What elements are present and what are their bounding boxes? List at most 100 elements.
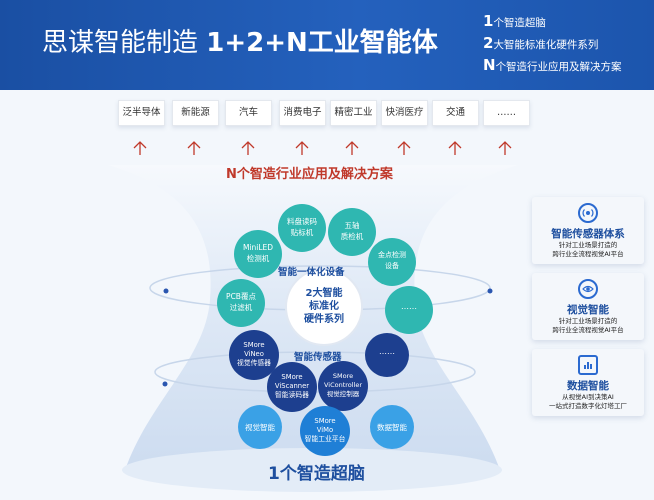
legend-lead: N	[483, 56, 496, 74]
node-line: 料盘读码	[287, 217, 317, 226]
node-line: SMore	[332, 372, 354, 380]
title-normal: 思谋智能制造	[42, 28, 199, 58]
node-line: MiniLED	[242, 243, 274, 252]
node-reader	[278, 204, 326, 252]
node-five-axis	[328, 208, 376, 256]
side-card-desc: 针对工业场景打造的跨行业全流程视觉AI平台	[532, 241, 644, 259]
up-arrow-icon	[397, 141, 411, 155]
side-card-desc: 针对工业场景打造的跨行业全流程视觉AI平台	[532, 317, 644, 335]
node-gold-detect-text: 金点检测设备	[368, 250, 416, 272]
node-line: 智能读码器	[275, 391, 309, 399]
node-line: ViNeo	[244, 350, 264, 358]
node-vimo	[300, 406, 350, 456]
node-line: 2大智能	[305, 288, 343, 299]
node-line: SMore	[243, 341, 265, 349]
legend-row: 2大智能标准化硬件系列	[483, 32, 622, 54]
node-line: 标准化	[309, 301, 339, 312]
industry-tag: 快消医疗	[381, 100, 428, 126]
legend-row: N个智造行业应用及解决方案	[483, 54, 622, 76]
node-more-teal	[385, 286, 433, 334]
node-line: ViMo	[316, 426, 334, 434]
node-more-teal-text: ……	[401, 302, 417, 311]
node-five-axis-text: 五轴质检机	[328, 220, 376, 242]
page-title: 思谋智能制造 1+2+N工业智能体	[42, 22, 438, 59]
industry-tag: 消费电子	[279, 100, 326, 126]
up-arrow-icon	[133, 141, 147, 155]
header-banner: 思谋智能制造 1+2+N工业智能体 1个智造超脑 2大智能标准化硬件系列 N个智…	[0, 0, 654, 90]
node-line: 质检机	[340, 232, 364, 241]
n-solutions-label: N个智造行业应用及解决方案	[226, 167, 393, 182]
side-desc-line: 跨行业全流程视觉AI平台	[552, 326, 624, 334]
industry-tag: 泛半导体	[118, 100, 165, 126]
node-pcb	[217, 279, 265, 327]
node-line: SMore	[314, 417, 336, 425]
legend-text: 个智造超脑	[493, 17, 546, 29]
node-viscanner	[267, 362, 317, 412]
side-card-title: 视觉智能	[567, 304, 609, 316]
node-line: 金点检测	[378, 251, 406, 259]
side-desc-line: 针对工业场景打造的	[558, 241, 618, 249]
side-desc-line: 从视觉AI到决策AI	[562, 393, 614, 401]
industry-tag: 汽车	[225, 100, 272, 126]
up-arrow-icon	[448, 141, 462, 155]
eye-icon	[578, 279, 598, 299]
legend-lead: 2	[483, 34, 494, 52]
node-pcb-text: PCB覆点过滤机	[217, 291, 265, 313]
node-line: 设备	[385, 262, 399, 270]
base-ellipse	[122, 448, 502, 492]
legend-row: 1个智造超脑	[483, 10, 622, 32]
center-node-text: 2大智能 标准化 硬件系列	[290, 287, 358, 326]
side-card-vision: 视觉智能 针对工业场景打造的跨行业全流程视觉AI平台	[532, 273, 644, 340]
node-data-text: 数据智能	[377, 423, 407, 432]
node-line: 检测机	[246, 254, 270, 263]
node-line: PCB覆点	[226, 292, 256, 301]
node-line: 视觉控制器	[326, 390, 360, 398]
node-line: 过滤机	[229, 303, 253, 312]
header-legend: 1个智造超脑 2大智能标准化硬件系列 N个智造行业应用及解决方案	[483, 10, 622, 76]
side-desc-line: 一站式打造数字化灯塔工厂	[549, 402, 627, 410]
node-vineo	[229, 330, 279, 380]
brain-label: 1个智造超脑	[268, 464, 365, 484]
side-desc-line: 针对工业场景打造的	[558, 317, 618, 325]
node-line: 贴标机	[290, 228, 314, 237]
chart-icon	[578, 355, 598, 375]
up-arrow-icon	[345, 141, 359, 155]
equipment-label: 智能一体化设备	[278, 267, 345, 278]
node-more-navy	[365, 333, 409, 377]
side-card-sensor: 智能传感器体系 针对工业场景打造的跨行业全流程视觉AI平台	[532, 197, 644, 264]
up-arrow-icon	[498, 141, 512, 155]
legend-lead: 1	[483, 12, 494, 30]
title-bold: 1+2+N工业智能体	[206, 28, 438, 58]
sensor-wave-icon	[578, 203, 598, 223]
sensor-label: 智能传感器	[294, 352, 342, 363]
node-line: 视觉传感器	[237, 359, 271, 367]
node-miniled-text: MiniLED 检测机	[234, 242, 282, 264]
up-arrow-icon	[241, 141, 255, 155]
up-arrow-icon	[295, 141, 309, 155]
legend-text: 大智能标准化硬件系列	[493, 39, 599, 51]
side-card-title: 数据智能	[567, 380, 609, 392]
industry-tag: 新能源	[172, 100, 219, 126]
industry-tag: ……	[483, 100, 530, 126]
legend-text: 个智造行业应用及解决方案	[495, 61, 622, 73]
node-more-navy-text: ……	[379, 347, 395, 356]
node-line: ViController	[323, 381, 363, 389]
side-desc-line: 跨行业全流程视觉AI平台	[552, 250, 624, 258]
node-miniled	[234, 230, 282, 278]
node-center	[285, 268, 363, 346]
ring-dot	[162, 381, 168, 387]
node-vision	[238, 405, 282, 449]
node-line: 硬件系列	[304, 314, 344, 325]
node-vision-text: 视觉智能	[245, 423, 275, 432]
node-line: 智能工业平台	[304, 435, 346, 443]
side-card-title: 智能传感器体系	[551, 228, 625, 240]
node-gold-detect	[368, 238, 416, 286]
node-line: SMore	[281, 373, 303, 381]
node-line: ViScanner	[274, 382, 310, 390]
